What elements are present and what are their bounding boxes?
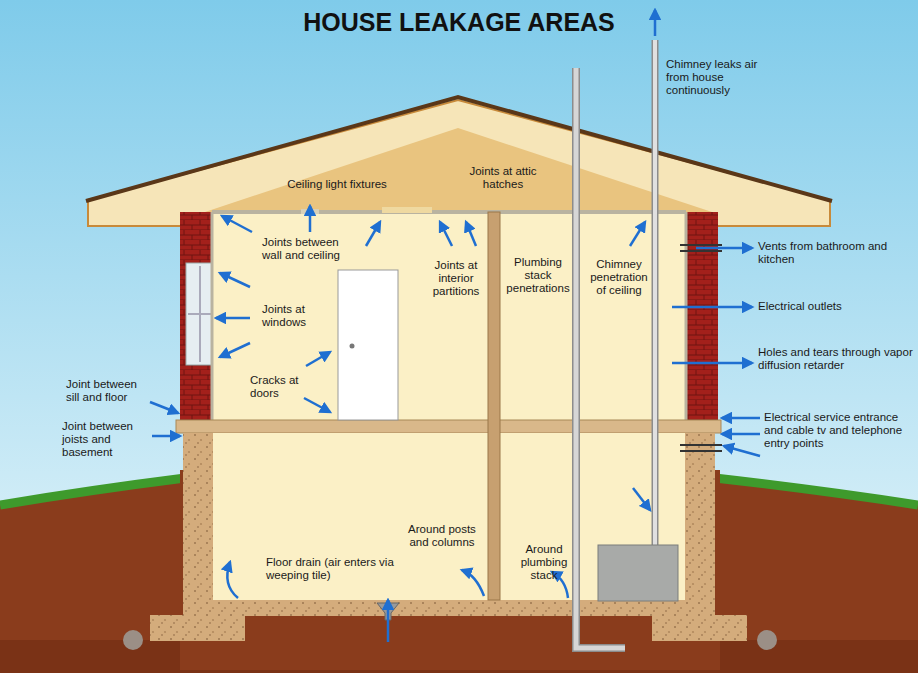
leak-label: Electrical service entrance and cable tv…: [764, 411, 914, 450]
leak-label: Joint between sill and floor: [66, 378, 148, 404]
leak-label: Around plumbing stack: [508, 543, 580, 582]
leak-label: Joints at windows: [262, 303, 336, 329]
leak-label: Electrical outlets: [758, 300, 914, 313]
leak-label: Chimney leaks air from house continuousl…: [666, 58, 778, 97]
leak-label: Joints between wall and ceiling: [262, 236, 344, 262]
leak-label: Around posts and columns: [398, 523, 486, 549]
diagram-title: HOUSE LEAKAGE AREAS: [0, 8, 918, 37]
leak-label: Holes and tears through vapor diffusion …: [758, 346, 914, 372]
leak-label: Plumbing stack penetrations: [504, 256, 572, 295]
leak-label: Joints at interior partitions: [420, 259, 492, 298]
leak-label: Chimney penetration of ceiling: [584, 258, 654, 297]
leak-label: Ceiling light fixtures: [272, 178, 402, 191]
leak-label: Floor drain (air enters via weeping tile…: [266, 556, 398, 582]
leak-label: Vents from bathroom and kitchen: [758, 240, 914, 266]
leak-label: Cracks at doors: [250, 374, 312, 400]
leak-label: Joints at attic hatches: [448, 165, 558, 191]
leak-label: Joint between joists and basement: [62, 420, 152, 459]
